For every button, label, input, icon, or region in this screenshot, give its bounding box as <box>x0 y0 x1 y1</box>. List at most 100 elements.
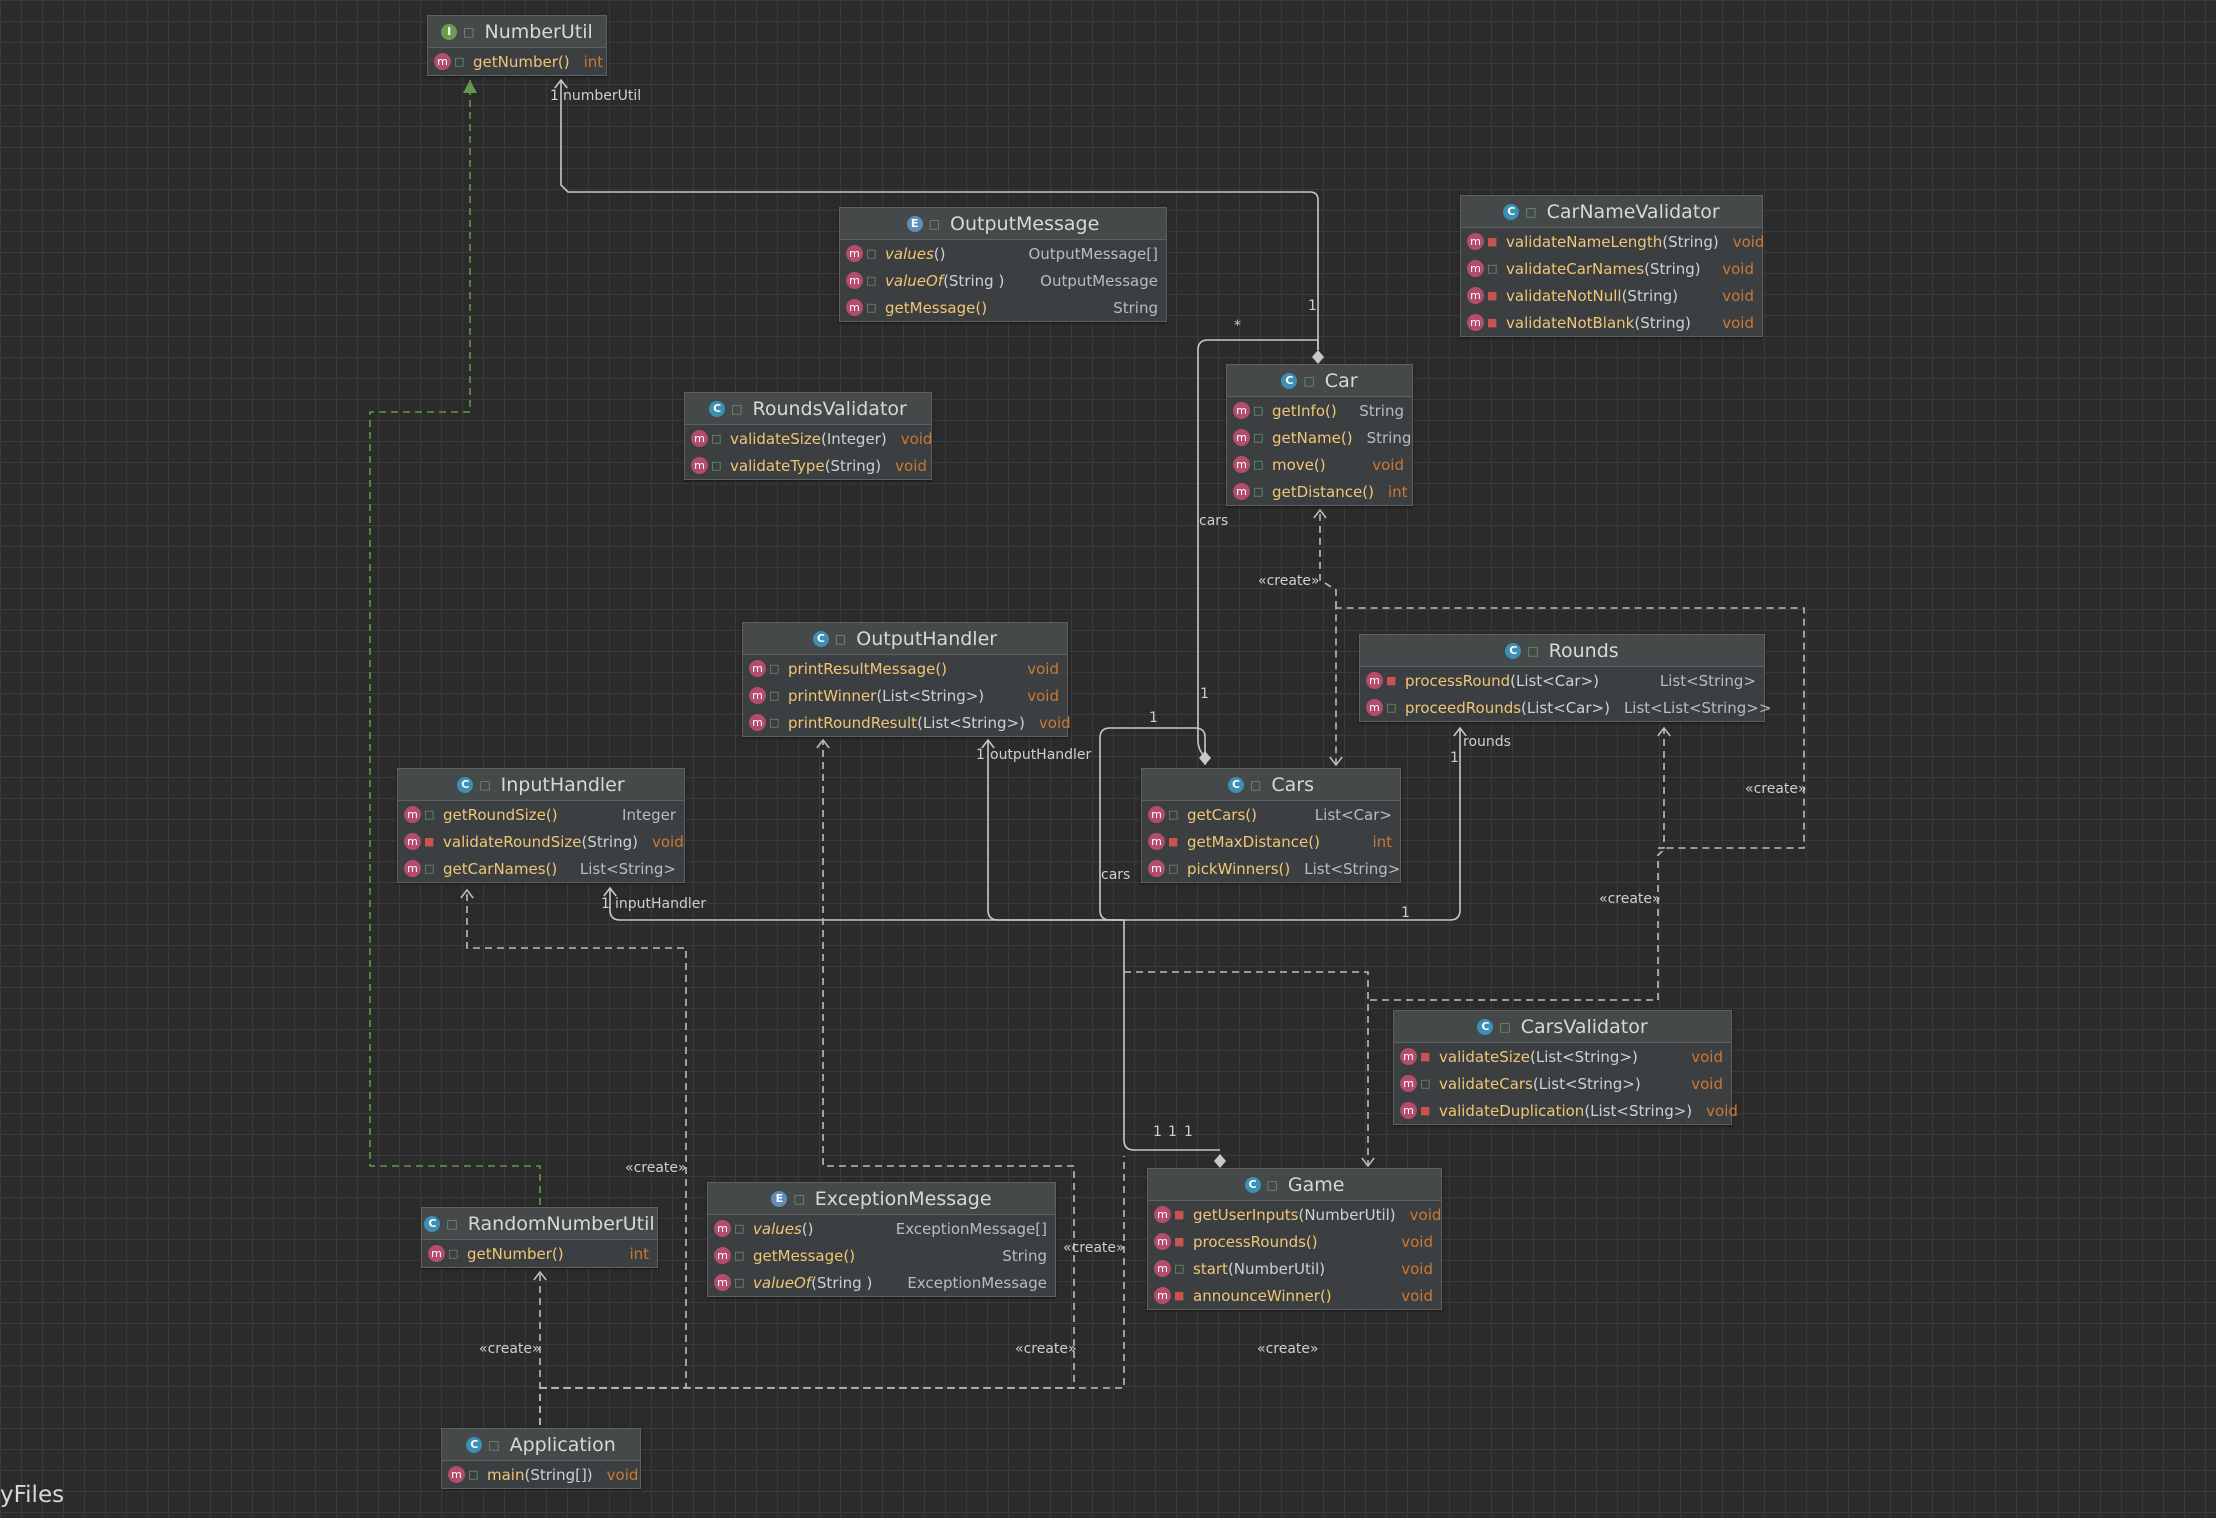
method-row[interactable]: m■getMaxDistance()int <box>1142 828 1400 855</box>
method-row[interactable]: m■validateNotBlank(String)void <box>1461 309 1762 336</box>
method-name: getCars() <box>1187 805 1257 824</box>
method-row[interactable]: m□values()ExceptionMessage[] <box>708 1215 1055 1242</box>
method-row[interactable]: m□valueOf(String )ExceptionMessage <box>708 1269 1055 1296</box>
method-row[interactable]: m□start(NumberUtil)void <box>1148 1255 1441 1282</box>
method-return-type: List<List<String>> <box>1623 698 1772 717</box>
method-row[interactable]: m□getDistance()int <box>1227 478 1412 505</box>
method-row[interactable]: m■processRound(List<Car>)List<String> <box>1360 667 1764 694</box>
method-name: getMessage() <box>753 1246 856 1265</box>
method-icon: m <box>1148 806 1165 823</box>
method-icon: m <box>1154 1206 1171 1223</box>
method-row[interactable]: m□getNumber()int <box>428 48 606 75</box>
method-return-type: String <box>1359 401 1404 420</box>
class-header: C□CarNameValidator <box>1461 196 1762 228</box>
method-row[interactable]: m□values()OutputMessage[] <box>840 240 1166 267</box>
method-row[interactable]: m■validateSize(List<String>)void <box>1394 1043 1731 1070</box>
edge-label-multiplicity: 1 <box>1401 905 1410 921</box>
class-title: ExceptionMessage <box>814 1187 992 1210</box>
method-name: values <box>753 1219 802 1238</box>
method-return-type: void <box>1722 313 1754 332</box>
class-header: E□OutputMessage <box>840 208 1166 240</box>
method-row[interactable]: m■getUserInputs(NumberUtil)void <box>1148 1201 1441 1228</box>
method-row[interactable]: m□getRoundSize()Integer <box>398 801 684 828</box>
edge-label-multiplicity: 1 <box>1200 686 1209 702</box>
method-return-type: void <box>1691 1047 1723 1066</box>
method-icon: m <box>1366 699 1383 716</box>
public-visibility-icon: □ <box>424 862 435 875</box>
class-header: C□Application <box>442 1429 640 1461</box>
method-row[interactable]: m□getCarNames()List<String> <box>398 855 684 882</box>
public-visibility-icon: □ <box>424 808 435 821</box>
method-name: getMessage() <box>885 298 988 317</box>
method-row[interactable]: m□getMessage()String <box>708 1242 1055 1269</box>
method-row[interactable]: m□valueOf(String )OutputMessage <box>840 267 1166 294</box>
method-row[interactable]: m□validateCars(List<String>)void <box>1394 1070 1731 1097</box>
method-icon: m <box>1154 1287 1171 1304</box>
public-visibility-icon: □ <box>1499 1019 1511 1034</box>
method-row[interactable]: m□proceedRounds(List<Car>)List<List<Stri… <box>1360 694 1771 721</box>
method-params: (String) <box>1644 259 1701 278</box>
method-params: (String) <box>824 456 882 475</box>
method-icon: m <box>691 457 708 474</box>
method-icon: m <box>1400 1102 1417 1119</box>
composition-diamond <box>1312 350 1324 364</box>
method-name: getInfo() <box>1272 401 1337 420</box>
method-row[interactable]: m□getNumber()int <box>422 1240 657 1267</box>
method-row[interactable]: m□getName()String <box>1227 424 1412 451</box>
public-visibility-icon: □ <box>1525 204 1537 219</box>
edge-label-cars: cars <box>1199 513 1229 529</box>
public-visibility-icon: □ <box>1253 458 1264 471</box>
method-name: validateNotBlank <box>1506 313 1635 332</box>
public-visibility-icon: □ <box>866 301 877 314</box>
method-row[interactable]: m■validateNameLength(String)void <box>1461 228 1764 255</box>
public-visibility-icon: □ <box>928 216 941 231</box>
method-row[interactable]: m□validateCarNames(String)void <box>1461 255 1762 282</box>
method-row[interactable]: m□getInfo()String <box>1227 397 1412 424</box>
method-row[interactable]: m□printResultMessage()void <box>743 655 1067 682</box>
method-row[interactable]: m□printWinner(List<String>)void <box>743 682 1067 709</box>
method-name: validateRoundSize <box>443 832 582 851</box>
method-row[interactable]: m■announceWinner()void <box>1148 1282 1441 1309</box>
method-row[interactable]: m□validateSize(Integer)void <box>685 425 933 452</box>
method-name: printWinner <box>788 686 877 705</box>
method-return-type: OutputMessage[] <box>1028 244 1158 263</box>
edge-label-multiplicity: 1 <box>1308 298 1317 314</box>
method-row[interactable]: m□validateType(String)void <box>685 452 931 479</box>
method-row[interactable]: m□getMessage()String <box>840 294 1166 321</box>
method-return-type: void <box>1401 1259 1433 1278</box>
class-icon: C <box>1505 642 1522 659</box>
method-row[interactable]: m■validateDuplication(List<String>)void <box>1394 1097 1738 1124</box>
method-params: () <box>933 244 946 263</box>
edge-label-multiplicity: 1 <box>1168 1124 1177 1140</box>
method-row[interactable]: m□printRoundResult(List<String>)void <box>743 709 1071 736</box>
method-row[interactable]: m□move()void <box>1227 451 1412 478</box>
method-row[interactable]: m■processRounds()void <box>1148 1228 1441 1255</box>
class-header: I□NumberUtil <box>428 16 606 48</box>
method-row[interactable]: m□main(String[])void <box>442 1461 640 1488</box>
method-row[interactable]: m□pickWinners()List<String> <box>1142 855 1400 882</box>
method-return-type: void <box>900 429 933 448</box>
method-return-type: void <box>651 832 684 851</box>
class-title: Application <box>509 1433 616 1456</box>
method-row[interactable]: m■validateNotNull(String)void <box>1461 282 1762 309</box>
class-title: RoundsValidator <box>752 397 907 420</box>
create-arrow <box>1329 756 1343 767</box>
method-name: getUserInputs <box>1193 1205 1299 1224</box>
public-visibility-icon: □ <box>454 55 465 68</box>
method-row[interactable]: m■validateRoundSize(String)void <box>398 828 684 855</box>
method-row[interactable]: m□getCars()List<Car> <box>1142 801 1400 828</box>
